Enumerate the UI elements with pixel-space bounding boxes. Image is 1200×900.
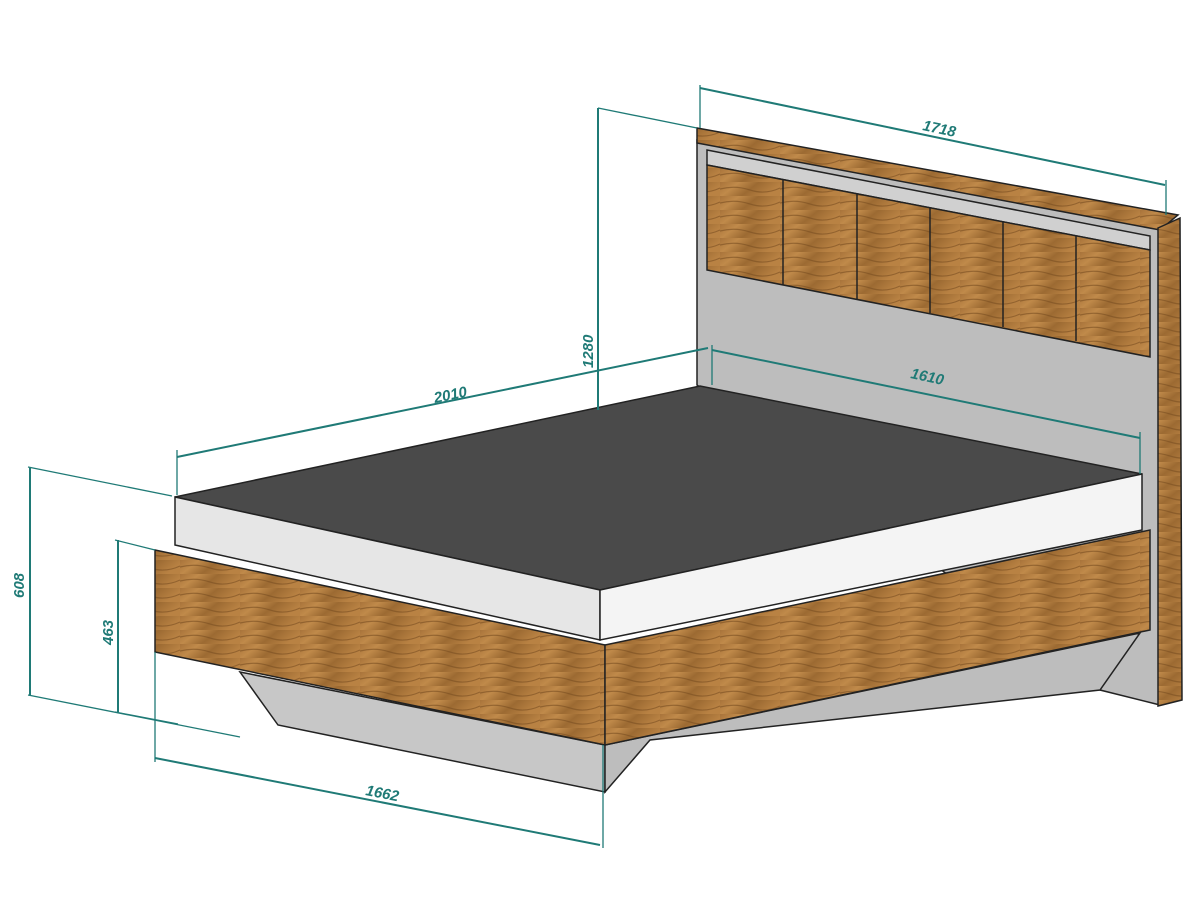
frame-side-rail bbox=[604, 529, 1151, 746]
label-1280: 1280 bbox=[580, 334, 597, 368]
label-1718: 1718 bbox=[921, 117, 958, 141]
dimension-1662 bbox=[154, 757, 601, 846]
dimension-1610 bbox=[711, 349, 1141, 439]
label-1662: 1662 bbox=[364, 782, 401, 805]
bed-frame bbox=[154, 529, 1151, 746]
label-2010: 2010 bbox=[431, 383, 469, 407]
mattress-side bbox=[599, 473, 1143, 641]
dimension-2010 bbox=[176, 347, 709, 458]
headboard-wood-panels bbox=[706, 164, 1151, 358]
label-463: 463 bbox=[100, 619, 117, 646]
headboard-side-post bbox=[1157, 216, 1183, 707]
dimension-1718 bbox=[699, 87, 1166, 186]
dimension-lines bbox=[27, 85, 1167, 848]
label-1610: 1610 bbox=[909, 365, 946, 389]
label-608: 608 bbox=[11, 572, 28, 598]
mattress bbox=[174, 385, 1143, 641]
